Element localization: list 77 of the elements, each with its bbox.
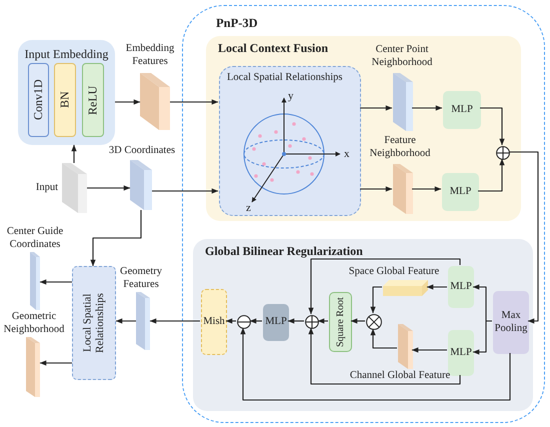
layer-bar: BN — [54, 63, 76, 137]
module-panel — [18, 40, 115, 145]
arrow — [360, 186, 392, 192]
feature-map-block — [26, 337, 40, 397]
feature-label: 3D Coordinates — [108, 145, 176, 158]
panel-title: Input Embedding — [24, 48, 110, 62]
feature-label: Center Point Neighborhood — [370, 44, 434, 70]
operator-circle — [496, 146, 510, 160]
operator-circle — [305, 315, 319, 329]
feature-map-block — [62, 163, 87, 213]
process-box: MLP — [443, 91, 481, 129]
feature-map-block — [130, 160, 152, 210]
arrow — [152, 188, 218, 194]
panel-title: Global Bilinear Regularization — [205, 245, 363, 258]
dashed-module-outline — [182, 5, 545, 423]
process-box: Max Pooling — [493, 291, 529, 354]
arrow — [71, 144, 77, 163]
axis-label: x — [344, 149, 350, 160]
arrow — [318, 318, 328, 324]
layer-bar: ReLU — [82, 63, 104, 137]
process-box: MLP — [448, 266, 474, 308]
module-panel — [193, 239, 533, 411]
feature-map-block — [393, 164, 413, 214]
axis-label: y — [288, 91, 294, 102]
arrow — [412, 105, 442, 111]
arrow — [426, 284, 447, 290]
arrow — [308, 258, 461, 314]
process-box: Local Spatial Relationships — [72, 266, 116, 380]
arrow — [150, 318, 200, 324]
arrow — [115, 99, 140, 105]
arrow — [90, 210, 142, 266]
arrow — [360, 105, 392, 111]
arrow — [412, 347, 447, 353]
operator-circle — [237, 315, 251, 329]
arrow — [370, 286, 382, 314]
arrow — [308, 328, 461, 385]
feature-map-block — [383, 280, 428, 296]
arrow — [370, 328, 397, 349]
layer-bar: Conv1D — [28, 63, 49, 137]
arrow — [478, 158, 505, 192]
feature-map-block — [136, 292, 150, 350]
feature-label: Geometric Neighborhood — [2, 311, 66, 336]
arrow — [240, 328, 511, 401]
panel-title: Local Context Fusion — [218, 42, 328, 56]
module-title: PnP-3D — [216, 17, 258, 31]
dashed-panel — [219, 66, 361, 216]
arrow — [226, 318, 236, 324]
arrow — [87, 185, 130, 191]
operator-circle — [366, 314, 382, 330]
process-box: MLP — [263, 304, 289, 341]
arrow — [40, 279, 72, 285]
feature-label: Feature Neighborhood — [368, 135, 432, 160]
feature-label: Geometry Features — [119, 266, 163, 292]
arrow — [170, 99, 218, 105]
arrow — [350, 318, 365, 324]
feature-label: Space Global Feature — [348, 266, 440, 279]
arrow — [480, 107, 505, 146]
process-box: Square Root — [329, 292, 352, 352]
feature-map-block — [30, 252, 40, 310]
process-box: MLP — [442, 173, 479, 211]
feature-label: Input — [34, 182, 58, 195]
arrow — [412, 186, 442, 192]
module-panel — [206, 36, 521, 221]
feature-map-block — [398, 324, 413, 369]
arrow — [40, 360, 72, 366]
arrow — [250, 318, 262, 324]
arrow — [472, 320, 492, 355]
feature-map-block — [393, 73, 413, 131]
axis-label: z — [246, 203, 251, 214]
feature-map-block — [140, 73, 170, 130]
arrow — [116, 318, 136, 324]
feature-label: Center Guide Coordinates — [6, 226, 64, 252]
feature-label: Embedding Features — [124, 43, 176, 68]
panel-title: Local Spatial Relationships — [227, 72, 342, 84]
arrow — [288, 318, 304, 324]
arrow — [509, 151, 539, 324]
process-box: Mish — [201, 289, 227, 355]
